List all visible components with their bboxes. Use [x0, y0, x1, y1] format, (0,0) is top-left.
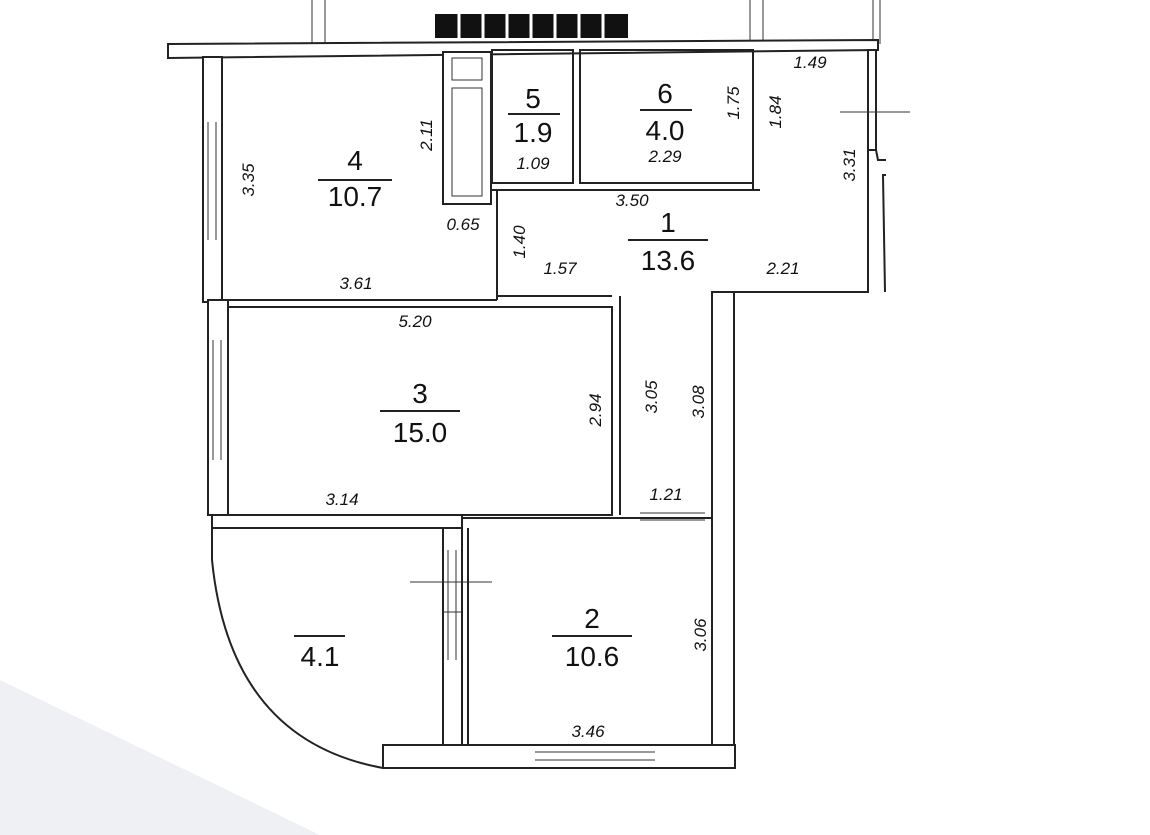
room-4-label: 4 10.7 [318, 145, 392, 212]
svg-text:10.6: 10.6 [565, 641, 620, 672]
svg-text:3.08: 3.08 [689, 385, 708, 419]
svg-text:2.94: 2.94 [586, 393, 605, 427]
svg-text:2.21: 2.21 [765, 259, 799, 278]
svg-text:4.0: 4.0 [646, 115, 685, 146]
svg-text:2: 2 [584, 603, 600, 634]
svg-text:1.40: 1.40 [510, 225, 529, 259]
room-2-label: 2 10.6 [552, 603, 632, 672]
svg-text:3.06: 3.06 [691, 618, 710, 652]
svg-text:0.65: 0.65 [446, 215, 480, 234]
svg-text:1.21: 1.21 [649, 485, 682, 504]
balcony-arc [211, 528, 384, 769]
svg-text:3.35: 3.35 [239, 163, 258, 197]
svg-text:5.20: 5.20 [398, 312, 432, 331]
bottom-wall [382, 744, 736, 769]
svg-text:15.0: 15.0 [393, 417, 448, 448]
svg-text:3.50: 3.50 [615, 191, 649, 210]
left-wall-room-4 [202, 56, 223, 303]
svg-text:6: 6 [657, 78, 673, 109]
left-wall-room-3 [207, 299, 229, 516]
svg-text:13.6: 13.6 [641, 245, 696, 276]
column-lines [311, 0, 881, 44]
window-room-4 [207, 122, 217, 240]
svg-text:5: 5 [525, 83, 541, 114]
room-3-label: 3 15.0 [380, 378, 460, 448]
balcony-partition [442, 527, 463, 749]
svg-text:4: 4 [347, 145, 363, 176]
svg-text:1.75: 1.75 [724, 86, 743, 120]
paper-shadow [0, 680, 320, 835]
svg-text:3: 3 [412, 378, 428, 409]
svg-text:3.05: 3.05 [642, 380, 661, 414]
dimension-labels: 3.35 2.11 3.61 0.65 1.09 2.29 1.75 1.84 … [239, 53, 859, 741]
svg-text:3.14: 3.14 [325, 490, 358, 509]
svg-text:3.61: 3.61 [339, 274, 372, 293]
vent-blocks [435, 14, 628, 38]
svg-text:2.29: 2.29 [647, 147, 682, 166]
svg-text:1.84: 1.84 [766, 95, 785, 128]
svg-text:1.9: 1.9 [514, 117, 553, 148]
svg-text:10.7: 10.7 [328, 181, 383, 212]
svg-text:1.09: 1.09 [516, 154, 550, 173]
svg-text:1.57: 1.57 [543, 259, 577, 278]
svg-text:3.46: 3.46 [571, 722, 605, 741]
svg-text:4.1: 4.1 [301, 641, 340, 672]
room-5-walls [491, 49, 574, 184]
balcony-label: 4.1 [294, 635, 345, 672]
svg-text:1.49: 1.49 [793, 53, 827, 72]
svg-text:3.31: 3.31 [840, 148, 859, 181]
room-5-label: 5 1.9 [508, 83, 560, 148]
room-6-label: 6 4.0 [640, 78, 692, 146]
svg-text:1: 1 [660, 207, 676, 238]
shaft [442, 51, 492, 205]
svg-text:2.11: 2.11 [417, 119, 436, 152]
room-1-label: 1 13.6 [628, 207, 708, 276]
